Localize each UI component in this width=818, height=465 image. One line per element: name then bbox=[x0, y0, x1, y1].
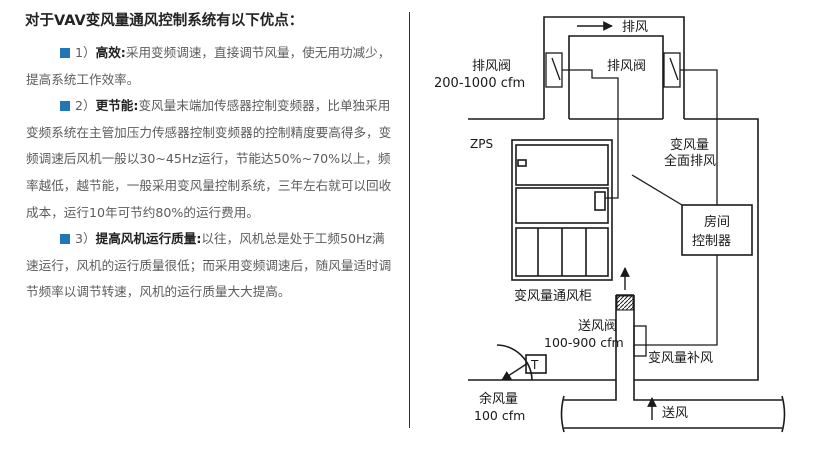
advantage-paragraph-3: 3）提高风机运行质量:以往，风机总是处于工频50Hz满速运行，风机的运行质量很低… bbox=[26, 226, 396, 306]
paragraph-text: 变风量末端加传感器控制变频器，比单独采用变频系统在主管加压力传感器控制变频器的控… bbox=[26, 98, 392, 220]
exhaust-duct bbox=[543, 16, 685, 119]
advantage-paragraph-1: 1）高效:采用变频调速，直接调节风量，使无用功减少，提高系统工作效率。 bbox=[26, 40, 396, 93]
exhaust-cfm-label: 200-1000 cfm bbox=[434, 76, 525, 91]
paragraph-keyword: 更节能: bbox=[95, 98, 139, 114]
flow-arrows bbox=[501, 21, 657, 420]
square-bullet-icon bbox=[60, 101, 70, 112]
supply-cfm-label: 100-900 cfm bbox=[544, 335, 624, 350]
control-wiring bbox=[562, 69, 718, 346]
thermostat-label: T bbox=[530, 358, 539, 372]
exhaust-damper-left-label: 排风阀 bbox=[472, 59, 511, 74]
advantage-paragraph-2: 2）更节能:变风量末端加传感器控制变频器，比单独采用变频系统在主管加压力传感器控… bbox=[26, 93, 396, 226]
exhaust-damper-right-label: 排风阀 bbox=[607, 59, 646, 74]
supply-damper-label: 送风阀 bbox=[578, 319, 617, 334]
residual-air-label: 余风量 bbox=[479, 391, 518, 407]
residual-cfm-label: 100 cfm bbox=[474, 408, 525, 423]
square-bullet-icon bbox=[60, 234, 70, 245]
paragraph-keyword: 高效: bbox=[95, 45, 126, 60]
room-controller-label-2: 控制器 bbox=[692, 234, 731, 249]
fume-hood-label: 变风量通风柜 bbox=[514, 288, 592, 304]
vav-system-diagram: 排风 排风阀 200-1000 cfm 排风阀 ZPS 变风量 全面排风 房间 … bbox=[412, 0, 818, 461]
paragraph-number: 1） bbox=[75, 45, 96, 60]
zps-label: ZPS bbox=[470, 137, 493, 151]
paragraph-number: 2） bbox=[75, 98, 96, 114]
room-controller-label: 房间 bbox=[704, 214, 730, 230]
vav-full-exhaust-label-2: 全面排风 bbox=[664, 153, 716, 169]
supply-air-label: 送风 bbox=[662, 406, 688, 421]
square-bullet-icon bbox=[60, 48, 70, 58]
vav-full-exhaust-label: 变风量 bbox=[670, 137, 709, 153]
advantages-list: 1）高效:采用变频调速，直接调节风量，使无用功减少，提高系统工作效率。 2）更节… bbox=[26, 40, 396, 306]
fume-hood-cabinet bbox=[511, 139, 613, 281]
paragraph-text: 采用变频调速，直接调节风量，使无用功减少，提高系统工作效率。 bbox=[26, 45, 391, 87]
residual-air-arc bbox=[496, 344, 533, 381]
paragraph-keyword: 提高风机运行质量: bbox=[95, 231, 202, 247]
paragraph-text: 以往，风机总是处于工频50Hz满速运行，风机的运行质量很低；而采用变频调速后，随… bbox=[26, 231, 392, 300]
exhaust-label: 排风 bbox=[622, 20, 648, 35]
section-heading: 对于VAV变风量通风控制系统有以下优点： bbox=[25, 13, 304, 29]
room-boundary bbox=[468, 118, 759, 381]
supply-main-duct bbox=[564, 380, 782, 429]
paragraph-number: 3） bbox=[75, 231, 96, 247]
vav-makeup-air-label: 变风量补风 bbox=[648, 350, 713, 366]
column-divider bbox=[409, 12, 410, 428]
